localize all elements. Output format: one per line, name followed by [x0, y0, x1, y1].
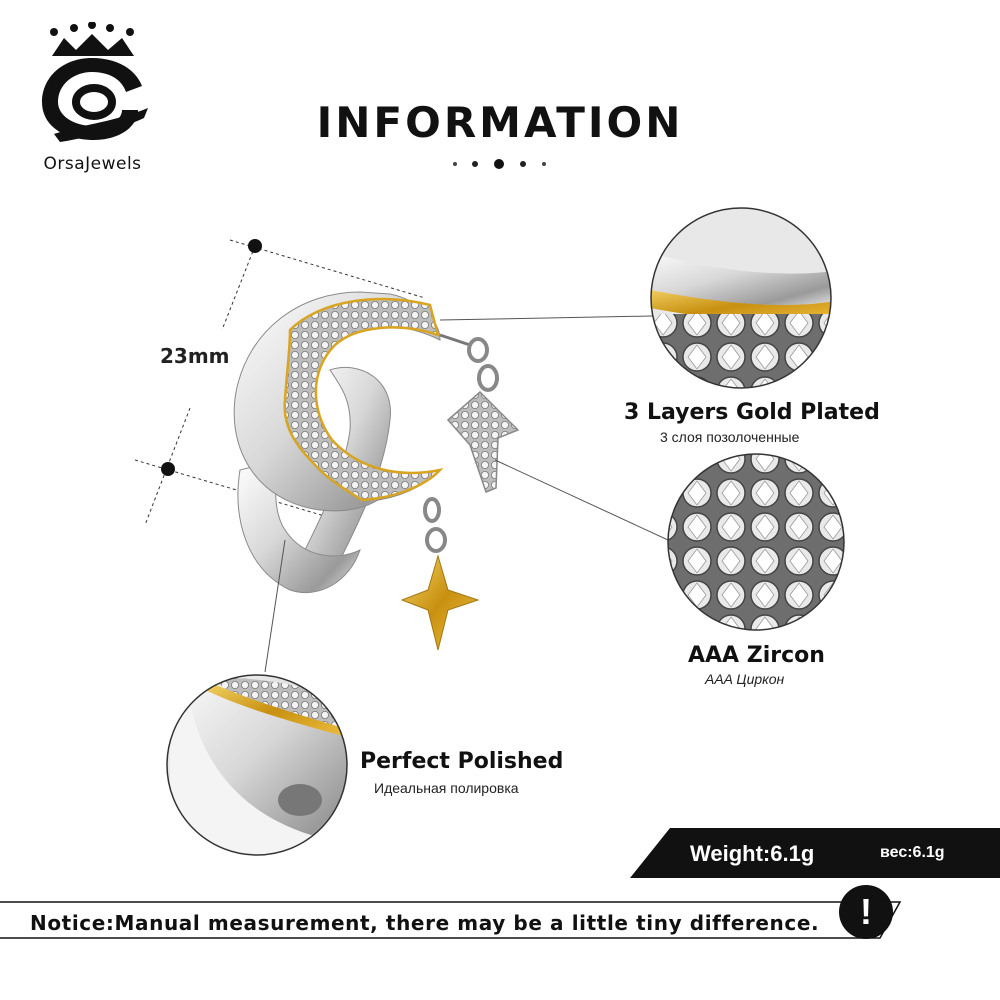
crown-o-logo-icon [42, 22, 148, 142]
feature-gold-title: 3 Layers Gold Plated [624, 400, 880, 425]
page-title: INFORMATION [316, 98, 684, 147]
brand-name: OrsaJewels [43, 154, 142, 174]
feature-zircon-title: AAA Zircon [688, 643, 825, 668]
feature-zircon-subtitle: AAA Циркон [705, 671, 785, 687]
feature-polish-subtitle: Идеальная полировка [374, 780, 519, 796]
weight-label: Weight:6.1g [690, 841, 815, 866]
ring-illustration [134, 207, 845, 856]
title-decoration-dots [453, 159, 546, 169]
weight-banner [630, 828, 1000, 878]
zoom-polished [167, 675, 347, 855]
notice-text: Notice:Manual measurement, there may be … [30, 911, 820, 935]
dimension-marker-bottom [161, 462, 175, 476]
weight-label-ru: вес:6.1g [880, 844, 945, 861]
zoom-gold-plated [651, 208, 831, 388]
dimension-marker-top [248, 239, 262, 253]
exclamation-icon: ! [839, 885, 893, 939]
dimension-label: 23mm [160, 344, 230, 368]
brand-logo: OrsaJewels [30, 22, 155, 182]
feature-polish-title: Perfect Polished [360, 749, 564, 774]
feature-gold-subtitle: 3 слоя позолоченные [660, 429, 800, 445]
zoom-zircon [668, 454, 844, 630]
